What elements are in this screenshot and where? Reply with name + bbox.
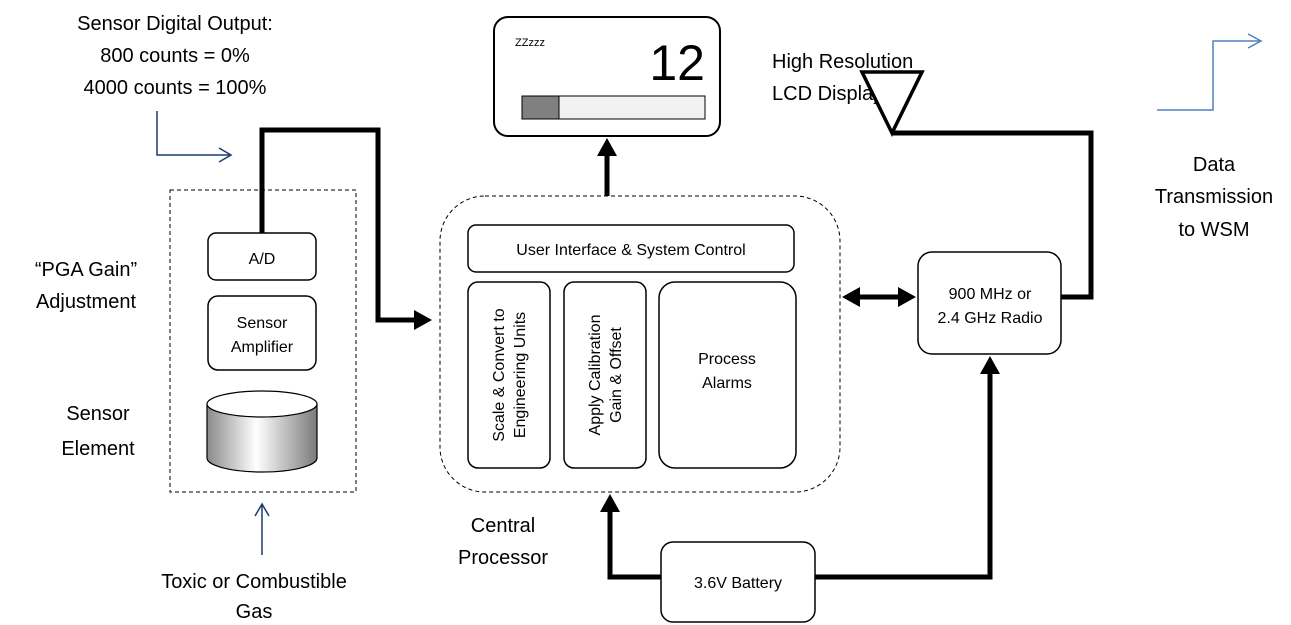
sensor-element-line1: Sensor [66,403,130,425]
sensor-output-label: Sensor Digital Output: 800 counts = 0% 4… [77,13,273,99]
scale-convert-box: Scale & Convert to Engineering Units [467,281,551,469]
lcd-caption-line2: LCD Display [772,83,883,105]
pga-gain-label: “PGA Gain” Adjustment [35,259,137,313]
battery-to-radio-arrow [815,356,1000,580]
transmission-line1: Data [1193,154,1236,176]
battery-label: 3.6V Battery [694,575,782,592]
pga-gain-line1: “PGA Gain” [35,259,137,281]
processor-to-lcd-arrow [597,138,617,196]
sensor-amplifier-line1: Sensor [237,315,288,332]
scale-convert-line2: Engineering Units [512,312,529,438]
apply-calibration-line2: Gain & Offset [608,327,625,423]
sensor-amplifier-box: Sensor Amplifier [207,295,317,371]
radio-line2: 2.4 GHz Radio [938,310,1043,327]
sensor-element-label: Sensor Element [61,403,135,460]
sensor-amplifier-line2: Amplifier [231,339,294,356]
sensor-output-line2: 800 counts = 0% [100,45,250,67]
lcd-reading: 12 [649,35,705,91]
lcd-display: ZZzzz 12 [493,16,721,137]
sensor-element-cylinder [206,390,318,473]
sensor-output-line1: Sensor Digital Output: [77,13,273,35]
lcd-caption: High Resolution LCD Display [772,51,913,105]
process-alarms-line1: Process [698,351,756,368]
sensor-output-line3: 4000 counts = 100% [84,77,267,99]
lcd-progress-fill [521,95,560,120]
ad-converter-label: A/D [249,251,276,268]
gas-input-arrow [254,502,270,555]
transmission-line2: Transmission [1155,186,1273,208]
transmission-arrow [1157,33,1263,111]
transmission-line3: to WSM [1178,219,1249,241]
central-processor-line2: Processor [458,547,548,569]
gas-label-line2: Gas [236,601,273,623]
antenna-icon [859,70,1094,300]
battery-box: 3.6V Battery [660,541,816,623]
sensor-output-pointer-arrow [156,111,233,163]
ad-converter-box: A/D [207,232,317,281]
process-alarms-line2: Alarms [702,375,752,392]
lcd-sleep-indicator: ZZzzz [515,37,545,49]
central-processor-border [439,195,841,493]
radio-line1: 900 MHz or [949,286,1032,303]
apply-calibration-line1: Apply Calibration [587,315,604,436]
sensor-element-line2: Element [61,438,135,460]
gas-label: Toxic or Combustible Gas [161,571,347,623]
user-interface-label: User Interface & System Control [516,242,745,259]
battery-to-processor-arrow [600,494,661,580]
central-processor-line1: Central [471,515,535,537]
apply-calibration-box: Apply Calibration Gain & Offset [563,281,647,469]
scale-convert-line1: Scale & Convert to [491,308,508,442]
central-processor-caption: Central Processor [458,515,548,569]
gas-label-line1: Toxic or Combustible [161,571,347,593]
transmission-label: Data Transmission to WSM [1155,154,1273,241]
user-interface-box: User Interface & System Control [467,224,795,273]
pga-gain-line2: Adjustment [36,291,136,313]
process-alarms-box: Process Alarms [658,281,797,469]
radio-box: 900 MHz or 2.4 GHz Radio [917,251,1062,355]
lcd-caption-line1: High Resolution [772,51,913,73]
processor-radio-link-arrow [842,287,916,307]
ad-to-processor-arrow [259,127,432,330]
